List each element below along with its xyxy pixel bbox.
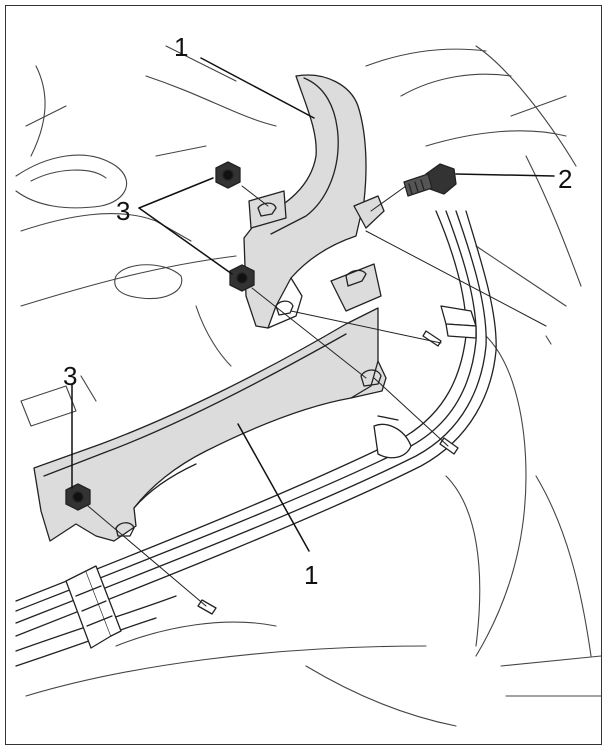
harness-clip-middle bbox=[373, 415, 412, 459]
hex-nut-middle bbox=[229, 264, 255, 292]
exploded-view-drawing bbox=[15, 45, 601, 727]
background-chassis bbox=[15, 45, 601, 727]
callout-1-top: 1 bbox=[174, 32, 189, 62]
harness-connector bbox=[65, 565, 122, 649]
assembly-leaders bbox=[87, 185, 547, 607]
callout-2: 2 bbox=[558, 164, 573, 194]
upper-bracket bbox=[243, 74, 385, 329]
callout-3-upper: 3 bbox=[116, 196, 131, 226]
hex-nut-lower bbox=[65, 483, 91, 511]
lower-bracket bbox=[33, 263, 387, 542]
flange-bolt bbox=[403, 163, 457, 197]
callout-3-lower: 3 bbox=[63, 361, 78, 391]
harness-clip-upper bbox=[440, 305, 477, 339]
diagram-frame: 1 2 3 3 1 bbox=[5, 5, 602, 745]
hex-nut-upper bbox=[215, 161, 241, 189]
callout-1-lower: 1 bbox=[304, 560, 319, 590]
callout-leaders bbox=[71, 57, 555, 552]
